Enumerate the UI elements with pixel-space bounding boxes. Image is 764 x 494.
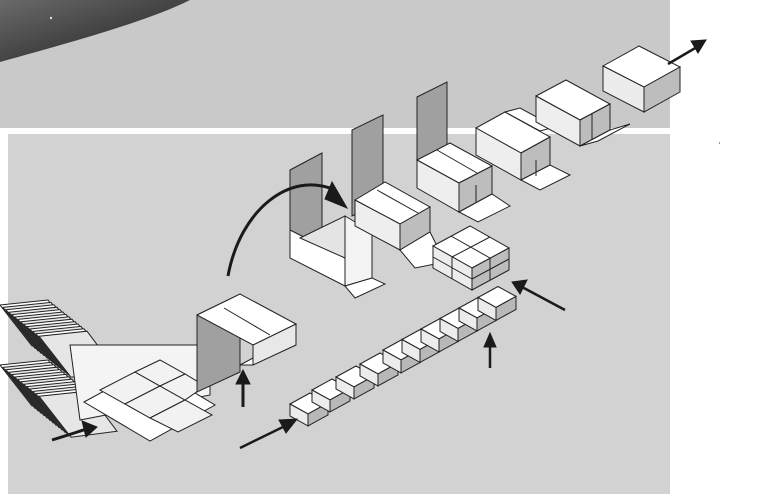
product-stack bbox=[431, 225, 511, 291]
stack-push-arrow bbox=[521, 285, 566, 312]
arrows bbox=[51, 39, 707, 450]
product-box-end bbox=[495, 295, 517, 322]
flat-blank bbox=[82, 359, 217, 442]
flap-closing-carton bbox=[474, 107, 572, 191]
blank-sheet bbox=[38, 390, 118, 438]
folding-carton-3 bbox=[415, 81, 511, 223]
curved-transfer-arrow bbox=[226, 183, 336, 277]
folding-carton-1 bbox=[289, 152, 387, 299]
machine-corner-photo bbox=[0, 0, 190, 62]
erecting-station bbox=[195, 293, 298, 393]
sealed-carton-2 bbox=[601, 45, 682, 113]
sealed-carton-1 bbox=[534, 79, 631, 147]
outfeed-arrow bbox=[667, 45, 698, 66]
product-grouping bbox=[288, 285, 518, 427]
product-infeed-arrow bbox=[239, 424, 286, 450]
